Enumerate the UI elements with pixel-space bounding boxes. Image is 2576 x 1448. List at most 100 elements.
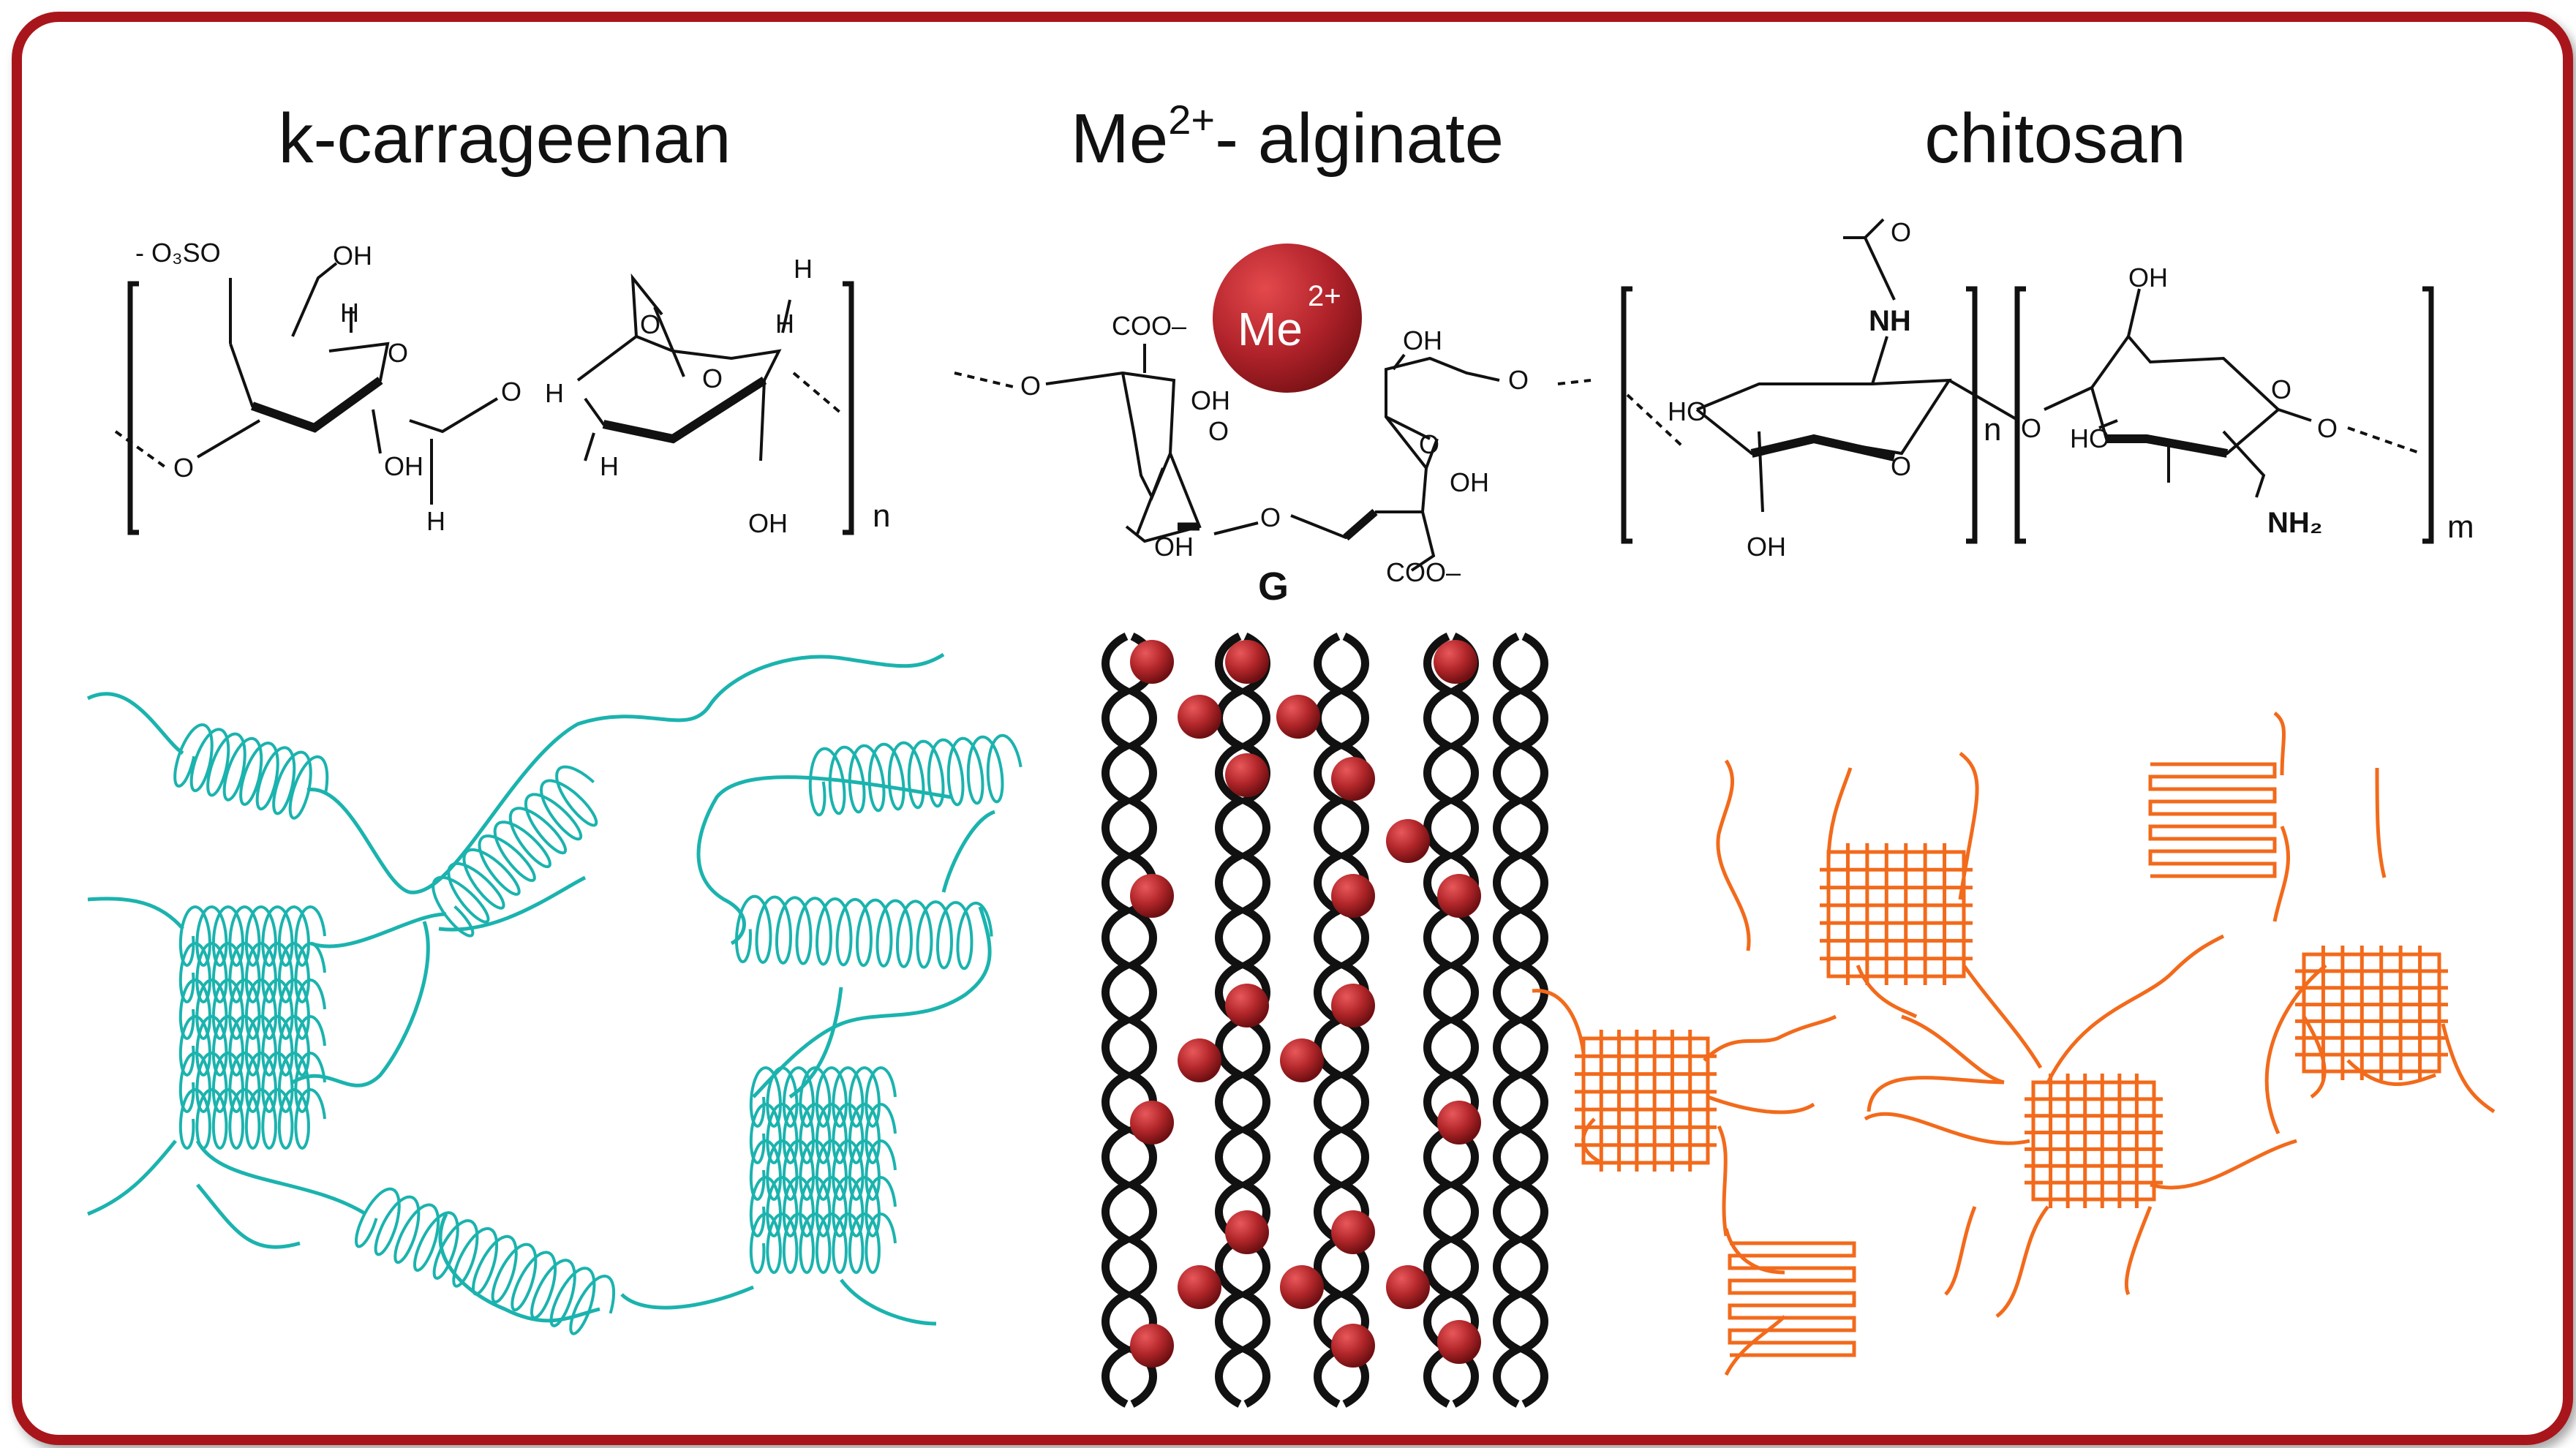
helix-double-right-e: [749, 1212, 897, 1275]
chitosan-subscript-m: m: [2447, 509, 2474, 545]
stacked-chain-top-right-path: [2148, 762, 2277, 878]
carrageenan-h-3: H: [545, 378, 564, 408]
carrageenan-oh-bottom-1: OH: [384, 451, 423, 481]
helix-double-left-d: [178, 1014, 326, 1077]
carrageenan-subscript-n: n: [873, 498, 890, 534]
chitosan-o-link: O: [2021, 413, 2041, 443]
chitosan-oh-bottom: OH: [1747, 532, 1786, 562]
alginate-oh-3: OH: [1403, 325, 1442, 355]
divalent-ion-3: [1434, 640, 1477, 684]
divalent-ion-16: [1130, 1101, 1174, 1145]
divalent-ion-9: [1130, 874, 1174, 918]
alginate-chain-1-mirror: [1123, 633, 1157, 1408]
alginate-chain-4-mirror: [1445, 633, 1479, 1408]
divalent-ion-18: [1225, 1210, 1269, 1254]
chitosan-ho-left: HO: [1668, 396, 1707, 426]
crosslink-grid-left: [1575, 1030, 1717, 1172]
divalent-ion-8: [1386, 819, 1430, 863]
divalent-ion-11: [1437, 874, 1481, 918]
crosslink-grid-right-frame: [2302, 952, 2441, 1074]
alginate-title-charge: 2+: [1168, 97, 1216, 143]
helix-double-right-b: [749, 1102, 897, 1165]
divalent-ion-15: [1280, 1038, 1324, 1082]
alginate-title-base: Me: [1070, 99, 1169, 178]
carrageenan-o3so: - O₃SO: [135, 238, 221, 268]
alginate-g-label: G: [1258, 565, 1289, 608]
alginate-o-link: O: [1260, 502, 1281, 532]
chitosan-o-right: O: [2317, 413, 2338, 443]
divalent-ion-21: [1280, 1265, 1324, 1309]
carrageenan-oh-bottom-2: OH: [748, 508, 788, 538]
carrageenan-h-6: H: [600, 451, 619, 481]
crosslink-grid-left-frame: [1581, 1036, 1710, 1165]
alginate-o-ring-left: O: [1208, 416, 1229, 446]
helix-double-left-c: [178, 978, 326, 1041]
alginate-o-right: O: [1508, 365, 1529, 395]
chitosan-o-ring1: O: [1891, 451, 1911, 481]
carrageenan-h-4: H: [794, 254, 813, 284]
helix-middle-right: [735, 894, 993, 970]
carrageenan-oh-top: OH: [333, 241, 372, 271]
chitosan-subscript-n: n: [1984, 412, 2001, 448]
helix-double-right-c: [749, 1139, 897, 1202]
carrageenan-h-1: H: [340, 298, 359, 328]
stacked-chain-top-right: [2148, 762, 2277, 878]
divalent-ion-25: [1437, 1320, 1481, 1364]
carrageenan-labels: - O₃SO OH H O O OH H O H O O H H H OH n: [135, 238, 890, 538]
divalent-ion-12: [1225, 984, 1269, 1027]
chitosan-o-ring2: O: [2271, 374, 2291, 404]
chitosan-network: [1532, 712, 2496, 1376]
divalent-ion-5: [1276, 695, 1320, 739]
divalent-ion-20: [1178, 1265, 1221, 1309]
alginate-ion-base: Me: [1238, 303, 1303, 355]
alginate-title: Me2+- alginate: [1024, 97, 1551, 179]
alginate-oh-2: OH: [1154, 532, 1194, 562]
helix-double-right-a: [749, 1066, 897, 1128]
chitosan-labels: O NH HO O OH n O OH O HO NH₂ O m: [1668, 217, 2474, 562]
crosslink-grid-top-frame: [1826, 850, 1966, 978]
carrageenan-o-bridge: O: [640, 309, 660, 339]
alginate-o-ring: O: [1419, 429, 1439, 459]
stacked-chain-bottom-left: [1728, 1241, 1856, 1357]
chitosan-nh: NH: [1869, 305, 1911, 337]
helix-double-left-f: [178, 1087, 326, 1150]
helix-top-left: [173, 723, 329, 820]
divalent-ion-17: [1437, 1101, 1481, 1145]
carrageenan-o-ring2: O: [702, 363, 723, 393]
carrageenan-h-5: H: [775, 309, 794, 339]
divalent-ion-23: [1130, 1324, 1174, 1368]
helix-bottom-middle: [354, 1187, 616, 1335]
helix-top-middle: [432, 765, 598, 938]
alginate-oh-4: OH: [1450, 467, 1489, 497]
helix-double-left-a: [178, 905, 326, 968]
carrageenan-structure: [114, 262, 854, 535]
chitosan-ho-right: HO: [2070, 423, 2109, 453]
alginate-structure: [954, 344, 1592, 572]
helix-double-right-d: [749, 1175, 897, 1238]
alginate-labels: O COO– OH OH O OH O O OH COO– O G: [1020, 311, 1529, 608]
alginate-egg-box: [1101, 633, 1548, 1408]
chitosan-oh-top: OH: [2128, 263, 2168, 293]
crosslink-grid-right: [2295, 946, 2448, 1080]
carrageenan-o-ring1: O: [388, 338, 408, 368]
chitosan-o-acetyl: O: [1891, 217, 1911, 247]
divalent-ion-6: [1225, 753, 1269, 797]
chitosan-title: chitosan: [1924, 99, 2186, 178]
helix-double-left-e: [178, 1051, 326, 1114]
divalent-ion-7: [1331, 757, 1375, 801]
divalent-ion-2: [1225, 640, 1269, 684]
divalent-ion-22: [1386, 1265, 1430, 1309]
chitosan-structure: [1621, 218, 2434, 544]
crosslink-grid-center-frame: [2031, 1080, 2156, 1202]
divalent-ion-19: [1331, 1210, 1375, 1254]
helix-top-right: [808, 734, 1023, 817]
divalent-ion-13: [1331, 984, 1375, 1027]
divalent-ion-1: [1130, 640, 1174, 684]
helix-double-left-b: [178, 941, 326, 1004]
carrageenan-o-link: O: [501, 377, 521, 407]
alginate-o-left: O: [1020, 371, 1041, 401]
chitosan-nh2: NH₂: [2267, 507, 2323, 539]
chitosan-crosslinks: [1575, 762, 2448, 1357]
carrageenan-title: k-carrageenan: [278, 99, 731, 178]
